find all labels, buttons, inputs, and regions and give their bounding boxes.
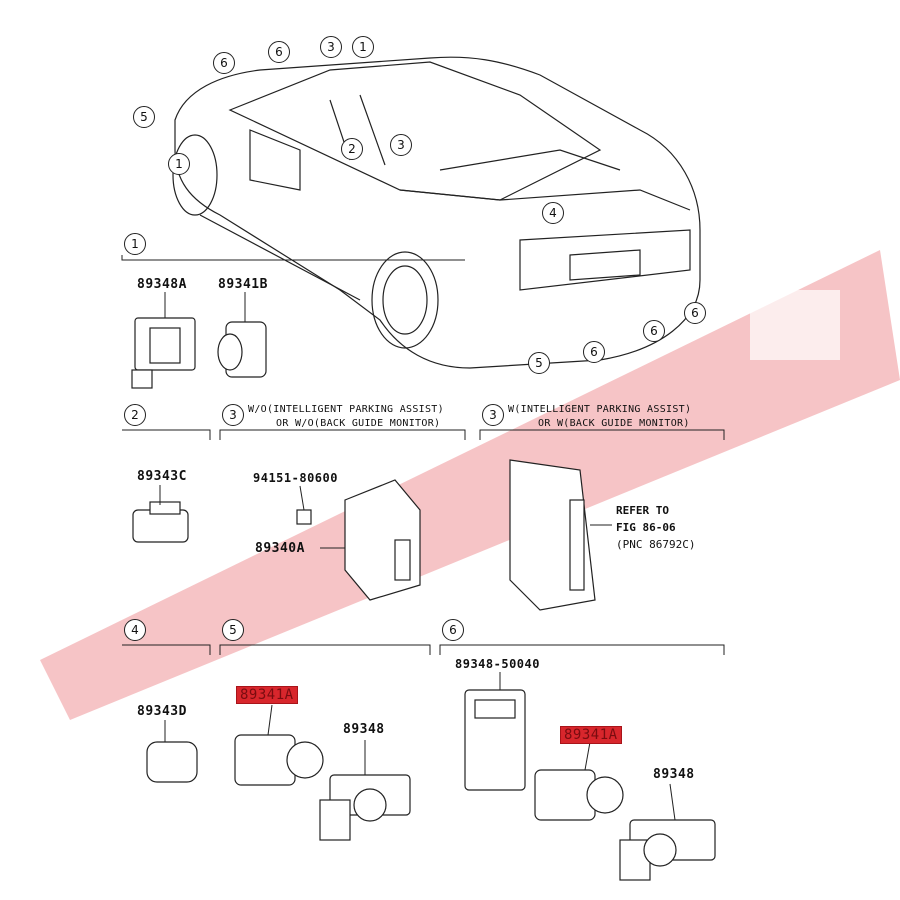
section-3b-note-2: OR W(BACK GUIDE MONITOR) xyxy=(538,418,690,429)
part-94151-drawing xyxy=(296,509,312,525)
part-label-89348[interactable]: 89348 xyxy=(653,767,695,782)
part-label-89341B[interactable]: 89341B xyxy=(218,277,268,292)
section-3b-note-1: W(INTELLIGENT PARKING ASSIST) xyxy=(508,404,692,415)
callout-6: 6 xyxy=(643,320,665,342)
part-89343C-drawing xyxy=(132,501,189,543)
section-1-number: 1 xyxy=(124,233,146,255)
section-3b-number: 3 xyxy=(482,404,504,426)
section-4-number: 4 xyxy=(124,619,146,641)
refer-note: REFER TO FIG 86-06 (PNC 86792C) xyxy=(616,502,695,553)
part-label-89348[interactable]: 89348 xyxy=(343,722,385,737)
part-89341A-drawing-1 xyxy=(234,734,324,786)
part-label-94151-80600[interactable]: 94151-80600 xyxy=(253,471,338,485)
part-89348-drawing-1 xyxy=(319,774,411,841)
part-8934850040-drawing xyxy=(464,689,526,791)
part-89340A-drawing xyxy=(344,479,421,601)
part-label-89348-50040[interactable]: 89348-50040 xyxy=(455,657,540,671)
ecu-w-ipa-drawing xyxy=(509,459,596,611)
refer-line-1: REFER TO xyxy=(616,504,669,517)
part-label-89348A[interactable]: 89348A xyxy=(137,277,187,292)
callout-6: 6 xyxy=(268,41,290,63)
section-6-number: 6 xyxy=(442,619,464,641)
callout-3: 3 xyxy=(320,36,342,58)
callout-5: 5 xyxy=(133,106,155,128)
callout-2: 2 xyxy=(341,138,363,160)
callout-5: 5 xyxy=(528,352,550,374)
part-89343D-drawing xyxy=(146,741,198,783)
section-2-number: 2 xyxy=(124,404,146,426)
callout-6: 6 xyxy=(583,341,605,363)
refer-line-3: (PNC 86792C) xyxy=(616,538,696,551)
part-label-89341A-highlighted[interactable]: 89341A xyxy=(560,726,622,744)
callout-4: 4 xyxy=(542,202,564,224)
watermark-logo xyxy=(40,250,900,720)
part-label-89341A-highlighted[interactable]: 89341A xyxy=(236,686,298,704)
callout-3: 3 xyxy=(390,134,412,156)
part-label-89343C[interactable]: 89343C xyxy=(137,469,187,484)
part-89341A-drawing-2 xyxy=(534,769,624,821)
section-5-number: 5 xyxy=(222,619,244,641)
leader-lines xyxy=(159,292,676,821)
part-label-89343D[interactable]: 89343D xyxy=(137,704,187,719)
part-89341B-drawing xyxy=(217,321,267,378)
callout-6: 6 xyxy=(684,302,706,324)
section-3a-number: 3 xyxy=(222,404,244,426)
part-label-89340A[interactable]: 89340A xyxy=(255,541,305,556)
refer-line-2: FIG 86-06 xyxy=(616,521,676,534)
part-89348-drawing-2 xyxy=(619,819,716,881)
callout-1: 1 xyxy=(168,153,190,175)
section-3a-note-2: OR W/O(BACK GUIDE MONITOR) xyxy=(276,418,441,429)
section-3a-note-1: W/O(INTELLIGENT PARKING ASSIST) xyxy=(248,404,444,415)
callout-1: 1 xyxy=(352,36,374,58)
part-89348A-drawing xyxy=(131,317,196,389)
section-dividers xyxy=(121,255,725,655)
car-illustration xyxy=(172,56,701,369)
callout-6: 6 xyxy=(213,52,235,74)
part-drawings xyxy=(131,317,716,881)
